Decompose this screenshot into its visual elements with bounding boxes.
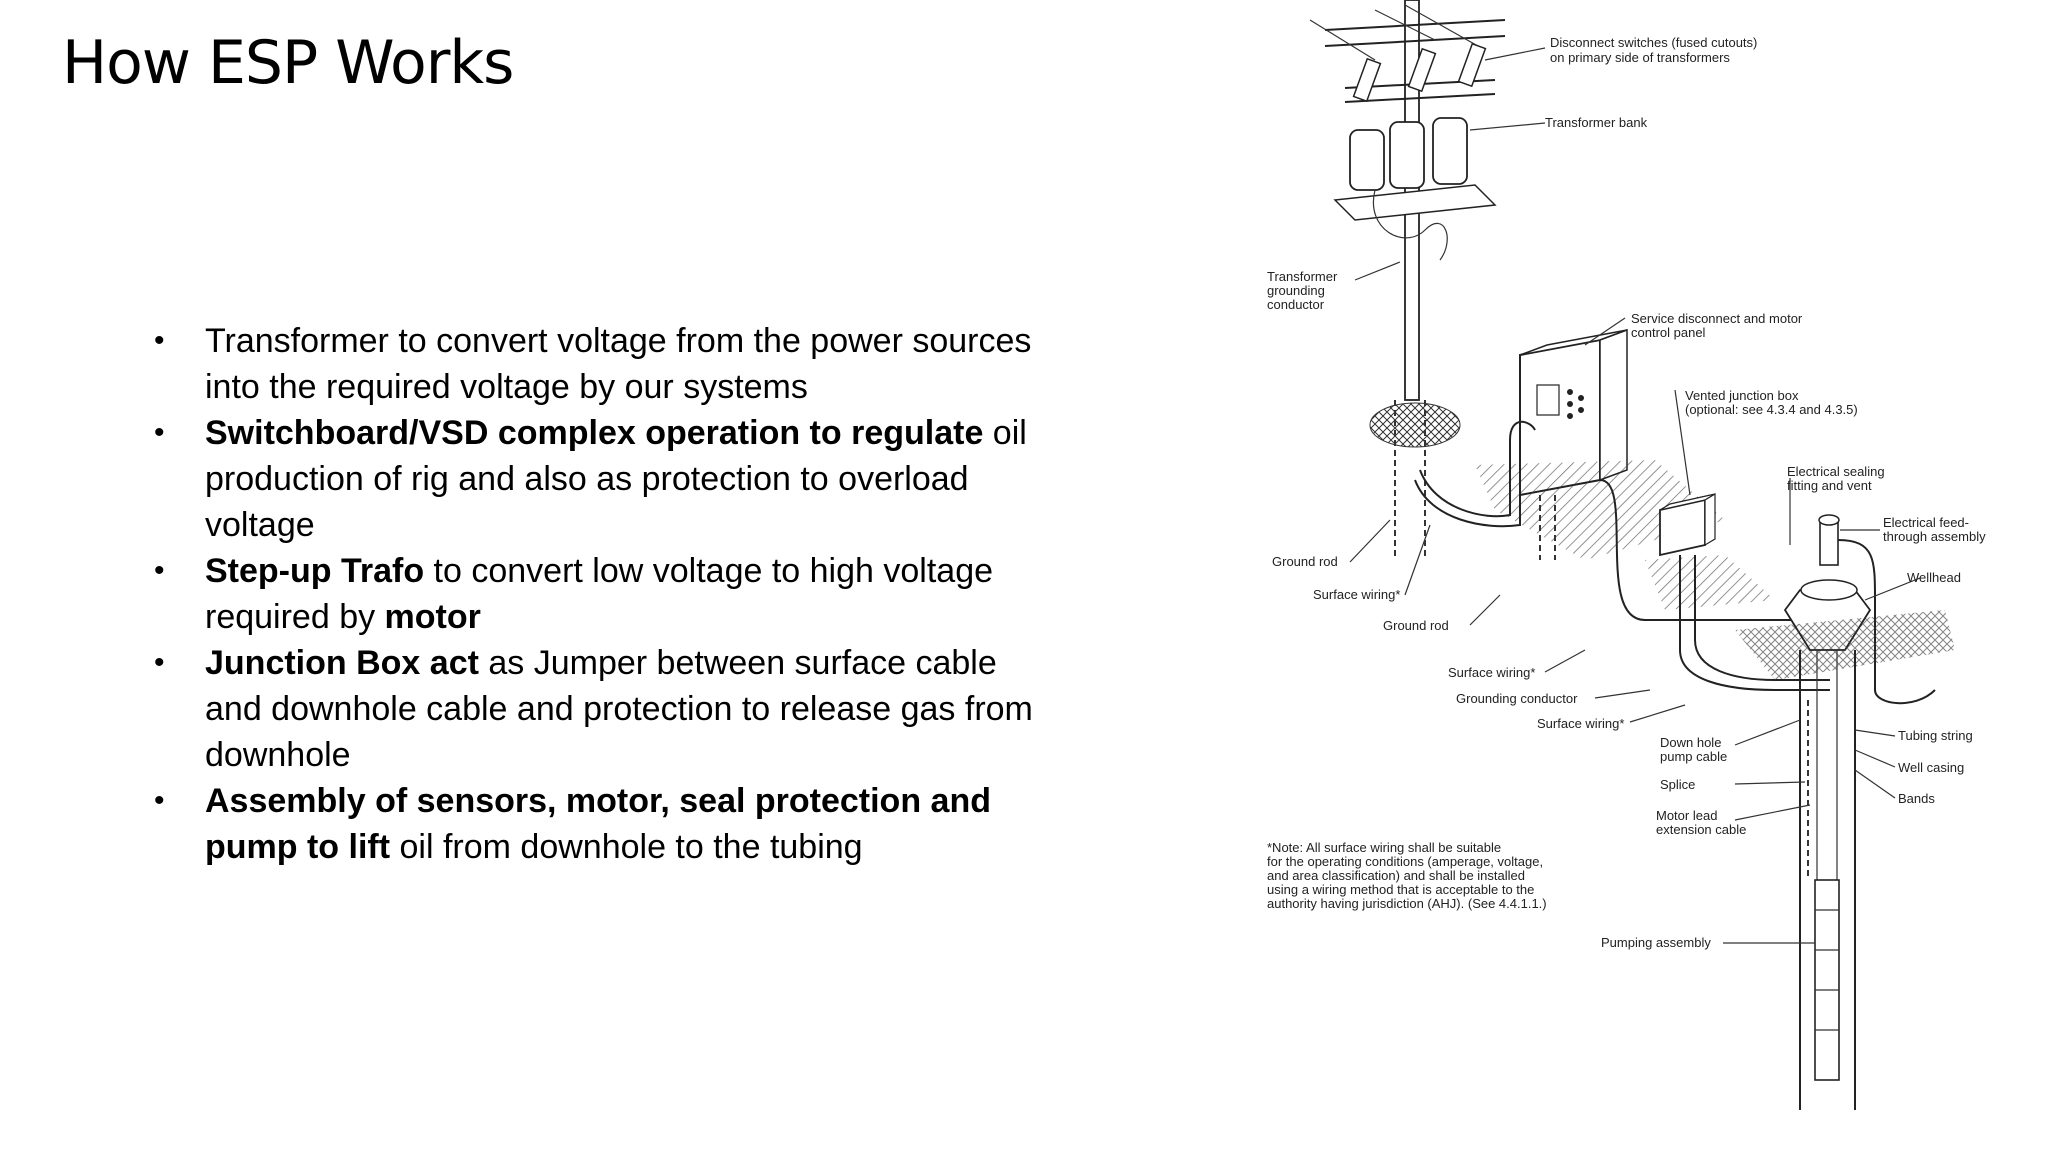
label-feed-through-2: through assembly xyxy=(1883,529,1986,544)
note-line-5: authority having jurisdiction (AHJ). (Se… xyxy=(1267,896,1547,911)
label-motor-lead-2: extension cable xyxy=(1656,822,1746,837)
label-ground-rod-1: Ground rod xyxy=(1272,554,1338,569)
bullet-dot: • xyxy=(154,416,165,449)
label-service-disconnect-2: control panel xyxy=(1631,325,1706,340)
label-tubing-string: Tubing string xyxy=(1898,728,1973,743)
bullet-text: as Jumper between surface cable and down… xyxy=(205,644,1033,774)
bullet-text: Transformer to convert voltage from the … xyxy=(205,322,1032,406)
label-transformer-grounding: Transformer xyxy=(1267,269,1338,284)
bullet-bold: Junction Box act xyxy=(205,644,479,682)
bullet-dot: • xyxy=(154,646,165,679)
bullet-item-assembly: • Assembly of sensors, motor, seal protec… xyxy=(150,778,1050,870)
bullet-bold: Step-up Trafo xyxy=(205,552,425,590)
esp-installation-diagram: Disconnect switches (fused cutouts) on p… xyxy=(1267,0,1986,1110)
label-down-hole-cable: Down hole xyxy=(1660,735,1721,750)
junction-box xyxy=(1659,492,1716,557)
bullet-item-junction-box: • Junction Box act as Jumper between surf… xyxy=(150,640,1050,778)
bullet-dot: • xyxy=(154,324,165,357)
bullet-bold-tail: motor xyxy=(384,598,481,636)
label-surface-wiring-3: Surface wiring* xyxy=(1537,716,1624,731)
bullet-dot: • xyxy=(154,784,165,817)
bullet-bold: Switchboard/VSD complex operation to reg… xyxy=(205,414,984,452)
bullet-item-step-up-trafo: • Step-up Trafo to convert low voltage to… xyxy=(150,548,1050,640)
bullet-item-switchboard: • Switchboard/VSD complex operation to re… xyxy=(150,410,1050,548)
leader-lines xyxy=(1349,47,1921,944)
bullet-bold: Assembly of sensors, motor, seal protect… xyxy=(205,782,991,866)
bullet-text: to convert low voltage to high voltage r… xyxy=(205,552,994,636)
label-wellhead: Wellhead xyxy=(1907,570,1961,585)
label-pumping-assembly: Pumping assembly xyxy=(1601,935,1711,950)
note-line-4: using a wiring method that is acceptable… xyxy=(1267,882,1534,897)
disconnect-switches xyxy=(1352,42,1487,103)
label-disconnect-switches: Disconnect switches (fused cutouts) xyxy=(1550,35,1757,50)
label-feed-through: Electrical feed- xyxy=(1883,515,1969,530)
label-ground-rod-2: Ground rod xyxy=(1383,618,1449,633)
note-line-2: for the operating conditions (amperage, … xyxy=(1267,854,1543,869)
label-surface-wiring-2: Surface wiring* xyxy=(1448,665,1535,680)
note-line-1: *Note: All surface wiring shall be suita… xyxy=(1267,840,1501,855)
label-sealing-fitting-2: fitting and vent xyxy=(1787,478,1872,493)
label-transformer-grounding-2: grounding xyxy=(1267,283,1325,298)
control-panel xyxy=(1519,328,1628,497)
bullet-text: oil production of rig and also as protec… xyxy=(205,414,1027,544)
label-well-casing: Well casing xyxy=(1898,760,1964,775)
label-down-hole-cable-2: pump cable xyxy=(1660,749,1727,764)
label-transformer-bank: Transformer bank xyxy=(1545,115,1648,130)
label-sealing-fitting: Electrical sealing xyxy=(1787,464,1885,479)
transformer-bank xyxy=(1333,117,1497,261)
label-disconnect-switches-2: on primary side of transformers xyxy=(1550,50,1730,65)
note-line-3: and area classification) and shall be in… xyxy=(1267,868,1525,883)
label-motor-lead: Motor lead xyxy=(1656,808,1717,823)
bullet-list: • Transformer to convert voltage from the… xyxy=(150,318,1050,870)
label-splice: Splice xyxy=(1660,777,1695,792)
label-grounding-conductor: Grounding conductor xyxy=(1456,691,1578,706)
bullet-text: oil from downhole to the tubing xyxy=(390,828,863,866)
label-surface-wiring-1: Surface wiring* xyxy=(1313,587,1400,602)
label-bands: Bands xyxy=(1898,791,1935,806)
label-vented-junction: Vented junction box xyxy=(1685,388,1799,403)
well-casing xyxy=(1799,650,1856,1110)
diagram-labels: Disconnect switches (fused cutouts) on p… xyxy=(1267,35,1986,950)
slide-title: How ESP Works xyxy=(62,28,514,98)
label-transformer-grounding-3: conductor xyxy=(1267,297,1325,312)
bullet-dot: • xyxy=(154,554,165,587)
label-vented-junction-2: (optional: see 4.3.4 and 4.3.5) xyxy=(1685,402,1858,417)
label-service-disconnect: Service disconnect and motor xyxy=(1631,311,1803,326)
bullet-item-transformer: • Transformer to convert voltage from the… xyxy=(150,318,1050,410)
